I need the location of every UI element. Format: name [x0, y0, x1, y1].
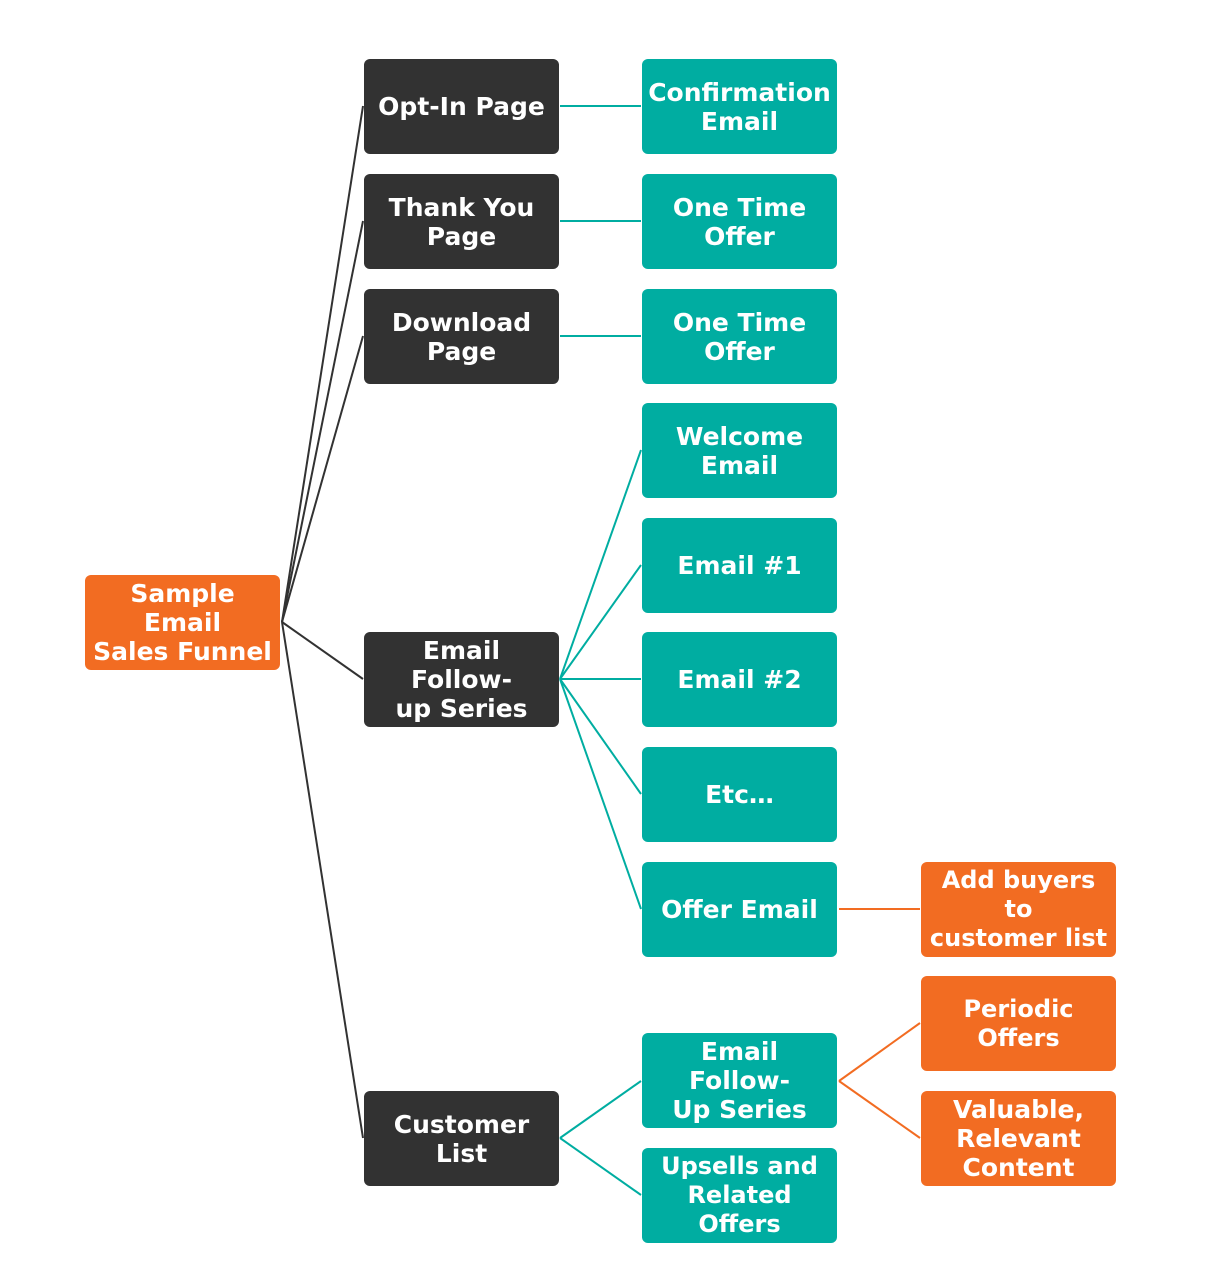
root-connectors: [281, 105, 364, 1139]
connector-series-email-1: [559, 564, 642, 680]
node-label: One Time Offer: [672, 307, 807, 366]
connector-root-customer-list: [281, 621, 364, 1139]
connector-root-thank-you: [281, 220, 364, 623]
node-customer-list: Customer List: [364, 1091, 559, 1186]
node-label: Download Page: [391, 307, 532, 366]
connector-follow-up-periodic: [838, 1022, 921, 1082]
node-label: Opt-In Page: [378, 92, 545, 121]
node-label: Welcome Email: [675, 421, 804, 480]
connector-customer-upsells: [559, 1137, 642, 1196]
node-valuable-relevant-content: Valuable, Relevant Content: [921, 1091, 1116, 1186]
node-email-2: Email #2: [642, 632, 837, 727]
node-one-time-offer-1: One Time Offer: [642, 174, 837, 269]
node-periodic-offers: Periodic Offers: [921, 976, 1116, 1071]
node-label: One Time Offer: [672, 192, 807, 251]
node-label: Email Follow- up Series: [395, 636, 528, 723]
node-opt-in-page: Opt-In Page: [364, 59, 559, 154]
root-node: Sample Email Sales Funnel: [85, 575, 280, 670]
node-upsells-related-offers: Upsells and Related Offers: [642, 1148, 837, 1243]
connector-root-email-follow-up: [281, 621, 364, 680]
root-node-label: Sample Email Sales Funnel: [93, 579, 272, 666]
node-email-1: Email #1: [642, 518, 837, 613]
node-email-follow-up-series: Email Follow- up Series: [364, 632, 559, 727]
node-label: Thank You Page: [388, 192, 535, 251]
node-label: Offer Email: [661, 895, 818, 924]
node-label: Confirmation Email: [648, 77, 831, 136]
node-email-follow-up-series-customer: Email Follow- Up Series: [642, 1033, 837, 1128]
node-offer-email: Offer Email: [642, 862, 837, 957]
connector-root-download: [281, 335, 364, 623]
node-one-time-offer-2: One Time Offer: [642, 289, 837, 384]
connector-root-opt-in: [281, 105, 364, 623]
teal-connectors: [559, 105, 642, 1196]
node-label: Upsells and Related Offers: [661, 1152, 818, 1238]
node-download-page: Download Page: [364, 289, 559, 384]
orange-connectors: [838, 908, 921, 1139]
connector-series-offer-email: [559, 678, 642, 910]
node-welcome-email: Welcome Email: [642, 403, 837, 498]
node-label: Email #2: [677, 665, 802, 694]
node-thank-you-page: Thank You Page: [364, 174, 559, 269]
node-label: Email Follow- Up Series: [672, 1037, 807, 1124]
node-confirmation-email: Confirmation Email: [642, 59, 837, 154]
node-label: Email #1: [677, 551, 802, 580]
connector-customer-follow-up: [559, 1080, 642, 1139]
connector-follow-up-valuable: [838, 1080, 921, 1139]
node-label: Etc…: [705, 780, 774, 809]
node-label: Periodic Offers: [963, 994, 1074, 1052]
node-label: Valuable, Relevant Content: [952, 1095, 1084, 1182]
node-label: Customer List: [393, 1109, 530, 1168]
connector-series-welcome: [559, 449, 642, 680]
node-label: Add buyers to customer list: [929, 866, 1108, 952]
node-add-buyers: Add buyers to customer list: [921, 862, 1116, 957]
node-etc: Etc…: [642, 747, 837, 842]
connector-series-etc: [559, 678, 642, 795]
